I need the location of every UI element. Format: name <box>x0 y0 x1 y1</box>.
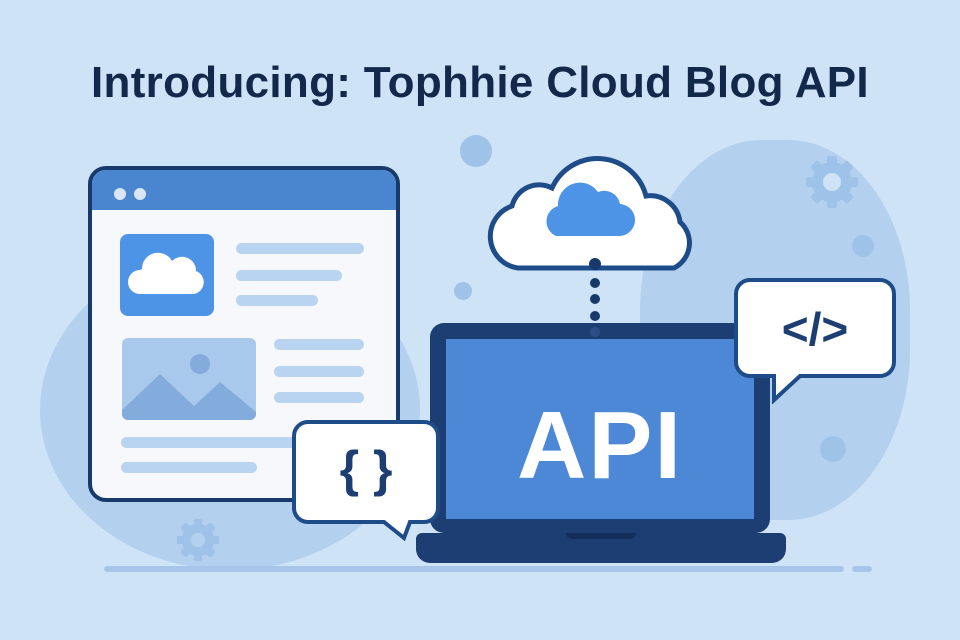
text-line <box>236 243 364 254</box>
curly-braces-icon: { } <box>339 441 393 497</box>
connector-dot <box>590 311 600 321</box>
browser-title-bar <box>92 170 396 210</box>
text-line <box>274 366 364 377</box>
connector-dot <box>589 258 601 270</box>
window-dot <box>114 188 126 200</box>
ground-line <box>104 566 844 572</box>
cloud-icon <box>128 252 204 294</box>
laptop-screen: API <box>430 323 770 533</box>
window-dot <box>134 188 146 200</box>
page-title: Introducing: Tophhie Cloud Blog API <box>91 58 869 107</box>
decor-dot <box>820 436 846 462</box>
code-tag-icon: </> <box>781 303 849 355</box>
decor-dot <box>852 235 874 257</box>
decor-dot <box>460 135 492 167</box>
gear-icon <box>172 514 224 566</box>
text-line <box>236 270 342 281</box>
gear-icon <box>800 150 864 214</box>
api-label: API <box>516 392 684 499</box>
curly-braces-bubble: { } <box>292 420 440 542</box>
laptop-base <box>416 533 786 563</box>
cloud-thumbnail <box>120 234 214 316</box>
cloud-icon <box>478 138 714 274</box>
code-tag-bubble: </> <box>734 278 896 410</box>
laptop-display: API <box>446 339 754 519</box>
ground-line <box>852 566 872 572</box>
connector-dot <box>590 294 600 304</box>
text-line <box>236 295 318 306</box>
text-line <box>274 392 364 403</box>
decor-dot <box>454 282 472 300</box>
text-line <box>274 339 364 350</box>
connector-dot <box>590 327 600 337</box>
text-line <box>121 437 301 448</box>
connector-dot <box>590 278 600 288</box>
text-line <box>121 462 257 473</box>
image-icon <box>122 338 256 420</box>
